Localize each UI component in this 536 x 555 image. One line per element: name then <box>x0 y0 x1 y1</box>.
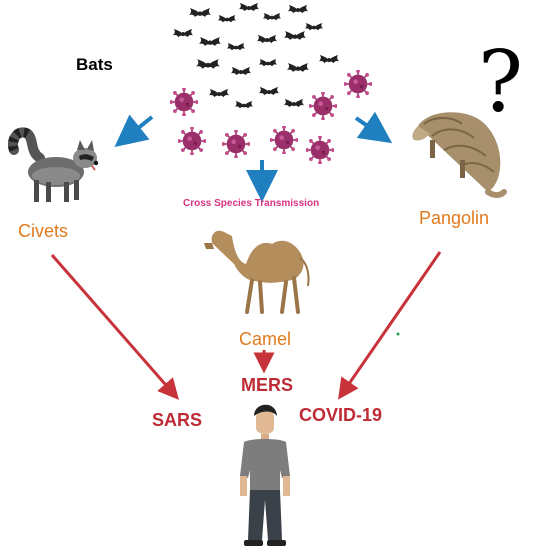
cross-species-transmission-label: Cross Species Transmission <box>183 198 320 209</box>
civets-label: Civets <box>18 221 69 241</box>
bats-label: Bats <box>76 55 113 74</box>
stray-dot <box>396 332 400 336</box>
bat-icon <box>172 2 340 109</box>
raccoon-icon <box>8 127 99 202</box>
spillover-arrows <box>114 111 393 202</box>
sars-label: SARS <box>152 410 203 430</box>
camel-label: Camel <box>239 329 292 349</box>
mers-label: MERS <box>241 375 294 395</box>
virus-icon <box>170 70 372 164</box>
pangolin-label: Pangolin <box>419 208 490 228</box>
question-mark: ? <box>478 33 524 131</box>
pangolin-icon <box>412 112 507 198</box>
covid-19-label: COVID-19 <box>299 405 383 425</box>
camel-icon <box>204 230 310 314</box>
human-icon <box>240 404 290 546</box>
transmission-arrows <box>50 251 442 400</box>
